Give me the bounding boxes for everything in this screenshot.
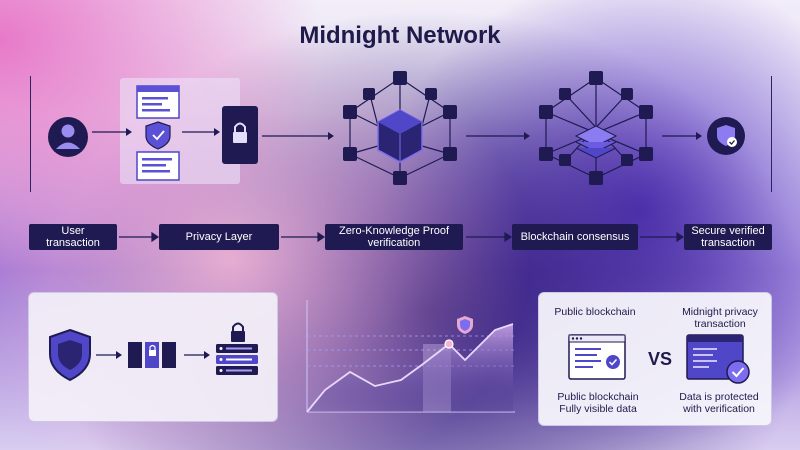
- vs-label: VS: [648, 349, 673, 369]
- server-icon: [216, 344, 258, 375]
- flow-label-privacy-layer: Privacy Layer: [159, 224, 279, 250]
- privacy-process-illustration: [49, 322, 258, 382]
- lock-icon: [222, 106, 258, 164]
- checkmark-icon: [606, 355, 620, 369]
- flow-label-user-transaction: User transaction: [29, 224, 117, 250]
- user-icon: [48, 117, 88, 157]
- cube-network-icon: [343, 71, 457, 185]
- public-blockchain-caption: Public blockchain Fully visible data: [557, 391, 639, 415]
- private-data-window: [686, 334, 750, 384]
- flow-label-secure-transaction: Secure verified transaction: [684, 224, 772, 250]
- left-divider: [30, 76, 31, 192]
- check-shield-icon: [707, 117, 745, 155]
- checkmark-icon: [726, 360, 750, 384]
- shield-icon: [145, 121, 171, 150]
- lock-icon: [231, 322, 245, 342]
- page-title: Midnight Network: [299, 22, 501, 49]
- growth-chart-illustration: [306, 300, 515, 413]
- document-icon: [136, 85, 180, 181]
- cube-network-icon: [539, 71, 653, 185]
- flow-label-zk-proof: Zero-Knowledge Proof verification: [325, 224, 463, 250]
- flow-illustration: [48, 71, 745, 185]
- shield-icon: [457, 316, 473, 334]
- right-divider: [771, 76, 772, 192]
- public-data-window: [568, 334, 626, 380]
- flow-label-blockchain-consensus: Blockchain consensus: [512, 224, 638, 250]
- shield-icon: [49, 328, 91, 382]
- public-blockchain-heading: Public blockchain: [554, 306, 636, 318]
- midnight-privacy-caption: Data is protected with verification: [679, 391, 759, 415]
- flow-arrows: [119, 231, 685, 243]
- server-icon: [128, 342, 176, 368]
- midnight-privacy-heading: Midnight privacy transaction: [682, 306, 758, 330]
